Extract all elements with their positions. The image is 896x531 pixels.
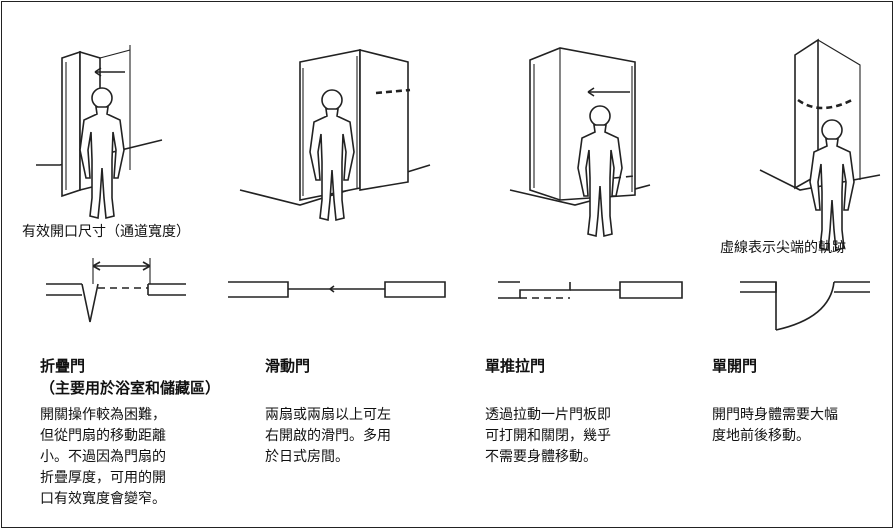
sliding-door-plan <box>228 281 446 298</box>
swing-door-title: 單開門 <box>712 357 758 375</box>
sliding-door-description: 兩扇或兩扇以上可左 右開啟的滑門。多用 於日式房間。 <box>265 407 391 465</box>
folding-door-subtitle: （主要用於浴室和儲藏區） <box>40 379 221 397</box>
effective-opening-label: 有效開口尺寸（通道寬度） <box>22 224 190 240</box>
swing-door-illustration <box>759 38 881 251</box>
sliding-door-illustration <box>239 48 431 221</box>
folding-door-plan <box>46 258 186 323</box>
single-sliding-door-description: 透過拉動一片門板即 可打開和關閉，幾乎 不需要身體移動。 <box>485 407 611 465</box>
single-sliding-door-plan <box>498 281 683 299</box>
swing-door-description: 開門時身體需要大幅 度地前後移動。 <box>712 407 838 444</box>
swing-door-plan <box>740 281 870 331</box>
folding-door-title: 折疊門 <box>40 357 86 375</box>
folding-door-description: 開關操作較為困難， 但從門扇的移動距離 小。不過因為門扇的 折疊厚度，可用的開 … <box>40 407 166 507</box>
single-sliding-door-illustration <box>509 47 651 237</box>
dashed-line-note: 虛線表示尖端的軌跡 <box>720 240 846 256</box>
sliding-door-title: 滑動門 <box>265 357 311 375</box>
single-sliding-door-title: 單推拉門 <box>485 357 546 375</box>
folding-door-illustration <box>36 45 163 219</box>
